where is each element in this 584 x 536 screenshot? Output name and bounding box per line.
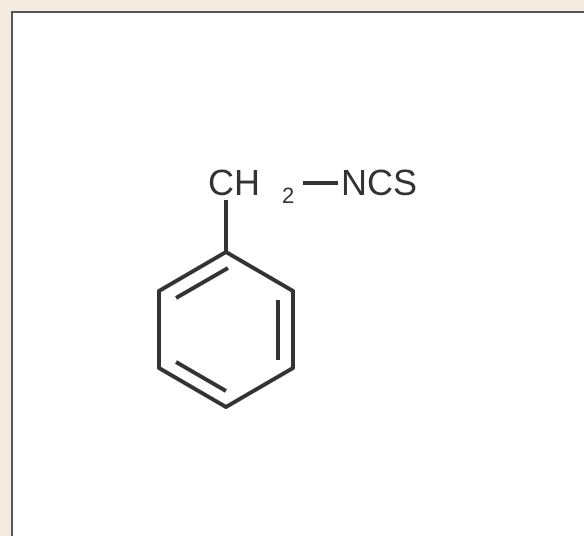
ring-double-bond-left	[175, 266, 229, 300]
ch2-subscript: 2	[282, 183, 294, 208]
ch2-label: CH	[208, 162, 260, 203]
ncs-label: NCS	[341, 162, 417, 203]
structure-panel	[11, 11, 584, 536]
benzene-ring	[157, 250, 295, 409]
ring-double-bond-bottom	[174, 360, 228, 393]
